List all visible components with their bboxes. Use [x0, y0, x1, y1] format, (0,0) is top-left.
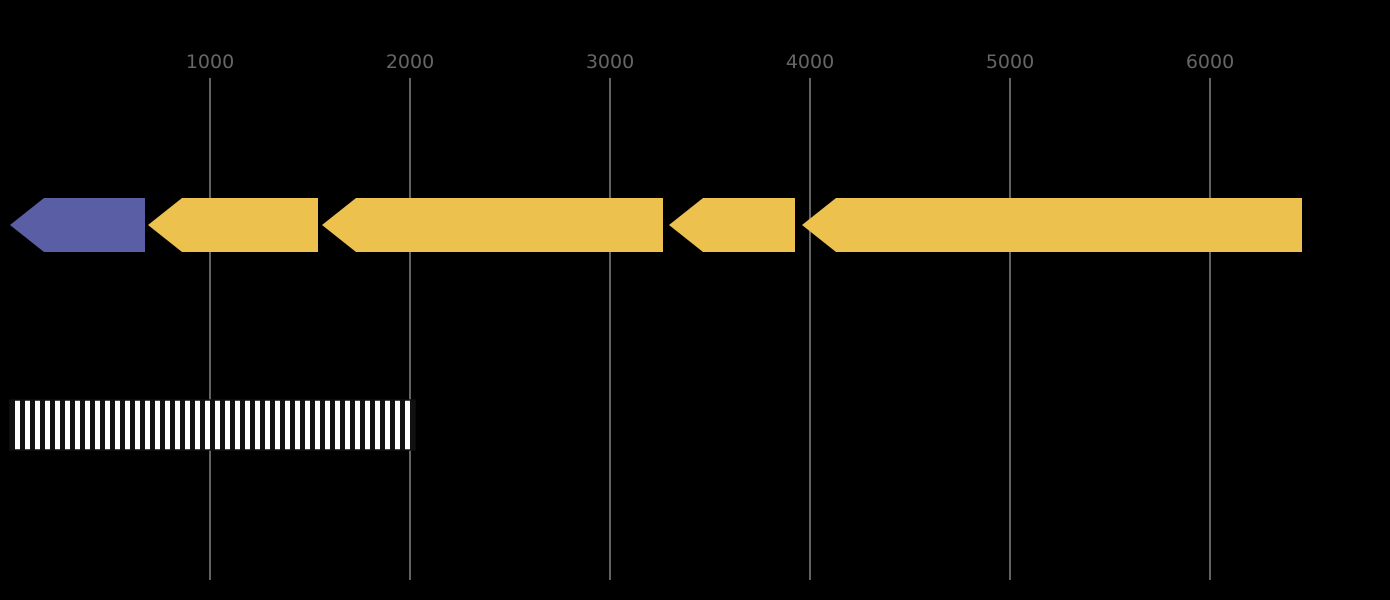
gene-arrow-gene-5 [802, 198, 1302, 252]
axis-tick-label: 4000 [786, 51, 834, 73]
hatched-region [9, 399, 416, 451]
axis-tick-label: 5000 [986, 51, 1034, 73]
axis-tick-label: 3000 [586, 51, 634, 73]
gene-arrow-gene-3 [322, 198, 663, 252]
hatched-region-layer [9, 399, 416, 451]
axis-tick-label: 2000 [386, 51, 434, 73]
gene-arrows-layer [10, 198, 1302, 252]
gridlines-layer [209, 78, 1211, 580]
gene-arrow-gene-4 [669, 198, 795, 252]
tick-labels-layer: 1000 2000 3000 4000 5000 6000 [186, 51, 1234, 73]
axis-tick-label: 6000 [1186, 51, 1234, 73]
gene-arrow-gene-1 [10, 198, 145, 252]
axis-tick-label: 1000 [186, 51, 234, 73]
gene-arrow-gene-2 [148, 198, 318, 252]
